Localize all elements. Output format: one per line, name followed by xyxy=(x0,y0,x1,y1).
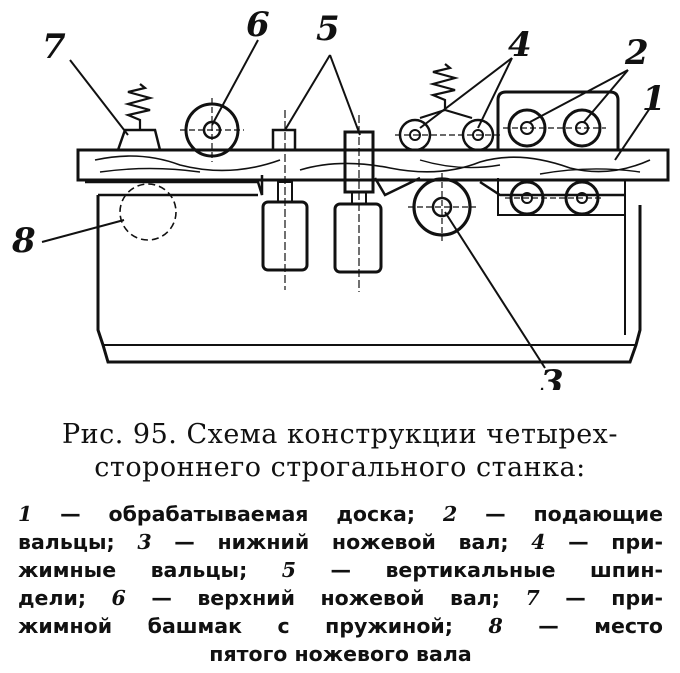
caption-title-line-1: Рис. 95. Схема конструкции четырех- xyxy=(61,419,619,450)
legend-text: — вертикальные шпин- xyxy=(296,558,663,582)
legend-number: 7 xyxy=(525,586,540,610)
label-7: 7 xyxy=(42,27,66,67)
feed-rollers-upper xyxy=(503,108,606,148)
shoe-spring xyxy=(123,83,155,130)
legend-number: 6 xyxy=(111,586,126,610)
label-5: 5 xyxy=(316,9,340,49)
legend-text: жимной башмак с пружиной; xyxy=(18,614,489,638)
figure-caption-title: Рис. 95. Схема конструкции четырех- стор… xyxy=(0,418,680,484)
legend-number: 5 xyxy=(281,558,297,582)
legend-text: — при- xyxy=(545,530,663,554)
feed-rollers-lower xyxy=(505,180,604,216)
label-4: 4 xyxy=(508,25,532,65)
legend-number: 1 xyxy=(18,502,33,526)
legend-line: 1 — обрабатываемая доска; 2 — подающие xyxy=(18,500,663,528)
caption-title-line-2: стороннего строгального станка: xyxy=(94,452,586,483)
legend-text: дели; xyxy=(18,586,112,610)
label-2: 2 xyxy=(624,33,649,73)
legend-number: 2 xyxy=(442,502,458,526)
feed-roller-housing xyxy=(496,90,620,150)
upper-cutter-head xyxy=(180,98,244,162)
legend-number: 4 xyxy=(531,530,546,554)
legend-line: жимной башмак с пружиной; 8 — место xyxy=(18,612,663,640)
label-3: 3 xyxy=(540,363,564,390)
legend-text: — место xyxy=(502,614,663,638)
machine-table xyxy=(85,175,625,197)
legend-text: — верхний ножевой вал; xyxy=(125,586,526,610)
pressure-shoe xyxy=(116,83,162,152)
legend-number: 3 xyxy=(137,530,152,554)
legend-text: пятого ножевого вала xyxy=(209,642,472,666)
fifth-cutter-location xyxy=(119,183,177,241)
legend-line: пятого ножевого вала xyxy=(18,640,663,668)
legend-text: — нижний ножевой вал; xyxy=(151,530,532,554)
leader-lines xyxy=(41,39,651,369)
legend-text: жимные вальцы; xyxy=(18,558,282,582)
lower-cutter-head xyxy=(408,173,476,241)
label-1: 1 xyxy=(642,79,666,119)
vertical-spindle-right xyxy=(333,115,383,292)
legend-line: вальцы; 3 — нижний ножевой вал; 4 — при- xyxy=(18,528,663,556)
legend-text: — при- xyxy=(539,586,663,610)
label-8: 8 xyxy=(11,221,36,261)
legend-text: вальцы; xyxy=(18,530,138,554)
legend-line: жимные вальцы; 5 — вертикальные шпин- xyxy=(18,556,663,584)
legend-text: — обрабатываемая доска; xyxy=(32,502,443,526)
legend-number: 8 xyxy=(488,614,503,638)
vertical-spindle-left xyxy=(261,110,309,290)
legend-line: дели; 6 — верхний ножевой вал; 7 — при- xyxy=(18,584,663,612)
roller-spring xyxy=(428,63,460,110)
label-6: 6 xyxy=(246,5,270,45)
machine-diagram: 7 6 5 4 2 1 8 3 xyxy=(11,5,670,390)
legend-text: — подающие xyxy=(457,502,663,526)
machine-frame xyxy=(96,195,642,364)
